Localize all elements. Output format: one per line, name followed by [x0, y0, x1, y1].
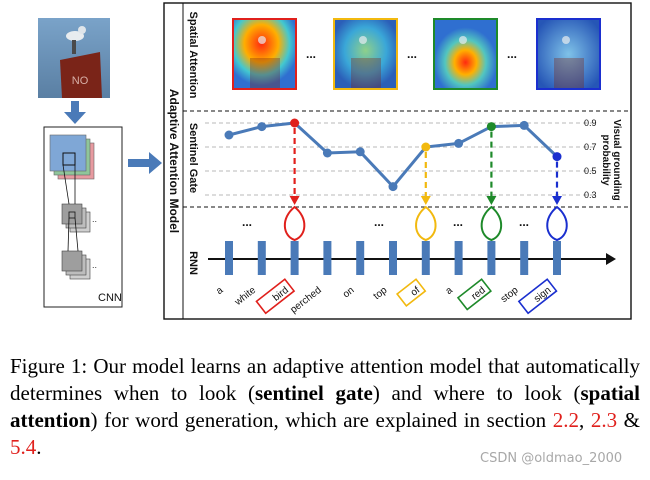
rnn-cell-0: [225, 241, 233, 275]
caption-end: .: [36, 435, 42, 459]
caption-sep-2: &: [617, 408, 641, 432]
word-highlight-box: [517, 278, 558, 315]
cnn-to-panel-arrow: [128, 152, 162, 174]
watermark: CSDN @oldmao_2000: [480, 451, 623, 466]
photo-to-cnn-arrow: [64, 101, 86, 124]
caption-mid: ) and where to look (: [372, 381, 581, 405]
rnn-cell-7: [454, 241, 463, 275]
caption-ref-5-4[interactable]: 5.4: [10, 435, 37, 459]
rnn-cell-3: [323, 241, 332, 275]
word-label-8: red: [456, 278, 492, 311]
caption-sep-1: ,: [578, 408, 591, 432]
word-highlight-box: [255, 278, 296, 315]
word-label-0: a: [214, 285, 226, 297]
sentinel-gate-bird: [283, 205, 306, 242]
heatmap-red: [433, 18, 498, 90]
svg-text:..: ..: [92, 260, 97, 270]
word-text: a: [214, 285, 226, 297]
probability-gridlines: [205, 122, 597, 196]
ellipsis-rnn-3: ...: [453, 215, 463, 229]
word-text: a: [444, 285, 456, 297]
caption-suffix: ) for word generation, which are explain…: [90, 408, 553, 432]
rnn-cell-9: [520, 241, 529, 275]
word-label-4: on: [341, 285, 357, 301]
data-point-0: [224, 130, 234, 140]
sentinel-gate-sign: [546, 205, 568, 242]
data-point-7: [454, 138, 464, 148]
svg-text:..: ..: [92, 214, 97, 224]
caption-bold-spatial: spatial attention: [10, 381, 641, 432]
caption-prefix: Figure 1: Our model learns an adaptive a…: [10, 354, 640, 405]
caption-ref-2-3[interactable]: 2.3: [590, 408, 618, 432]
probability-tick-labels: 0.9 0.7 0.5 0.3: [584, 118, 597, 200]
data-point-3: [322, 148, 332, 158]
ytick-label: 0.9: [584, 118, 597, 128]
rnn-cell-5: [389, 241, 397, 275]
rnn-cell-10: [553, 241, 561, 275]
heatmap-bird: [232, 18, 297, 90]
ellipsis-rnn-2: ...: [374, 215, 384, 229]
heatmap-of: [333, 18, 398, 90]
word-label-7: a: [444, 285, 456, 297]
right-axis-label-2: probability: [600, 134, 611, 186]
rnn-cell-2: [290, 241, 299, 275]
ellipsis-heat-2: ...: [407, 47, 417, 61]
rnn-cell-1: [257, 241, 266, 275]
section-rnn-label: RNN: [187, 251, 199, 275]
caption-ref-2-2[interactable]: 2.2: [552, 408, 579, 432]
data-point-2: [290, 118, 300, 128]
gate-arrow-sign: [552, 196, 562, 205]
data-point-1: [257, 122, 267, 132]
section-spatial-label: Spatial Attention: [187, 12, 199, 99]
caption-bold-sentinel: sentinel gate: [255, 381, 373, 405]
heatmap-sign: [536, 18, 601, 90]
rnn-cell-8: [487, 241, 496, 275]
ellipsis-rnn-1: ...: [242, 215, 252, 229]
data-point-10: [552, 152, 562, 162]
figure-caption: Figure 1: Our model learns an adaptive a…: [10, 353, 640, 461]
right-axis-label-1: Visual grounding: [611, 119, 622, 200]
data-point-9: [519, 120, 529, 130]
ytick-label: 0.3: [584, 190, 597, 200]
ytick-label: 0.7: [584, 142, 597, 152]
word-highlight-box: [456, 278, 492, 311]
gate-arrow-bird: [289, 196, 300, 205]
sentinel-gate-of: [415, 205, 437, 242]
ellipsis-rnn-4: ...: [519, 215, 529, 229]
data-point-4: [355, 147, 365, 157]
data-point-8: [486, 122, 496, 132]
svg-text:NO: NO: [72, 75, 89, 87]
word-highlight-box: [395, 278, 427, 307]
panel-label: Adaptive Attention Model: [167, 89, 181, 233]
rnn-cell-6: [421, 241, 430, 275]
cnn-label: CNN: [98, 292, 122, 304]
data-point-5: [388, 182, 398, 192]
ellipsis-heat-1: ...: [306, 47, 316, 61]
input-photo: NO: [38, 18, 110, 98]
word-text: on: [341, 285, 357, 301]
gate-arrow-of: [420, 196, 431, 205]
data-point-6: [421, 142, 431, 152]
cnn-box: .. .. CNN: [43, 126, 123, 308]
ytick-label: 0.5: [584, 166, 597, 176]
rnn-cell-4: [356, 241, 365, 275]
sentinel-gate-red: [480, 205, 503, 242]
gate-arrow-red: [486, 196, 497, 205]
ellipsis-heat-3: ...: [507, 47, 517, 61]
rnn-axis-arrowhead: [606, 253, 616, 265]
section-sentinel-label: Sentinel Gate: [187, 123, 199, 193]
